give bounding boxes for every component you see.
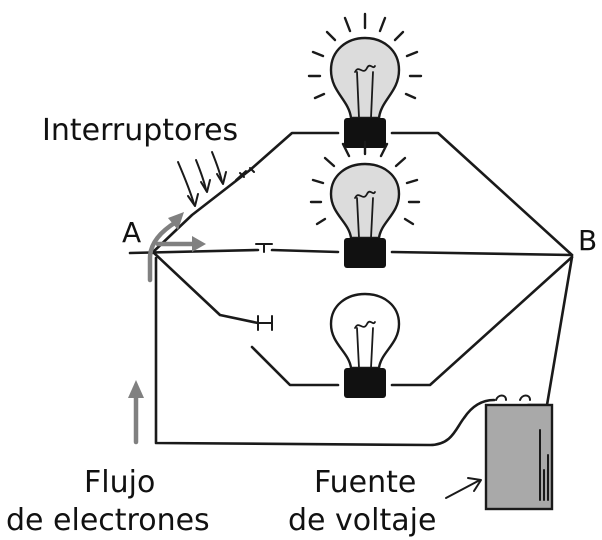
arrow-icon [445,479,481,499]
middle-branch-wire-mid [270,248,340,254]
arrow-icon [211,151,223,183]
arrow-icon [192,236,206,252]
voltage-source-label-line2: de voltaje [288,503,436,538]
bottom-branch-wire-right [390,255,574,387]
arrow-icon [195,159,207,191]
electron-flow-label-line2: de electrones [6,503,210,538]
switch-icon [255,243,273,253]
node-a-label: A [122,216,141,249]
electron-flow-arrows [128,212,206,445]
electron-flow-label-line1: Flujo [84,465,155,500]
b-to-battery-wire [526,255,574,407]
top-branch-wire-right [390,131,574,257]
battery-pointer-arrow [445,477,482,499]
switch-pointer-arrows [177,151,227,207]
light-bulb-icon [307,12,423,148]
light-rays-icon [307,12,423,100]
middle-branch-wire-right [390,250,574,257]
light-rays-icon [309,140,421,226]
arrow-icon [147,219,179,283]
light-bulb-icon [309,140,421,268]
node-b-label: B [578,224,597,257]
arrow-icon [177,161,195,205]
arrow-icon [128,380,144,398]
bottom-branch-wire-left [152,251,260,325]
voltage-source-label-line1: Fuente [314,465,416,500]
bottom-branch-wire-lower [250,345,340,387]
battery-icon [484,394,554,511]
return-wire [154,256,496,447]
switches-label: Interruptores [42,113,238,148]
switch-icon [257,315,273,331]
top-branch-wire-left [150,131,340,255]
light-bulb-icon [329,292,401,398]
switch-icon [235,167,255,181]
switches [235,167,273,331]
arrow-icon [168,212,184,230]
